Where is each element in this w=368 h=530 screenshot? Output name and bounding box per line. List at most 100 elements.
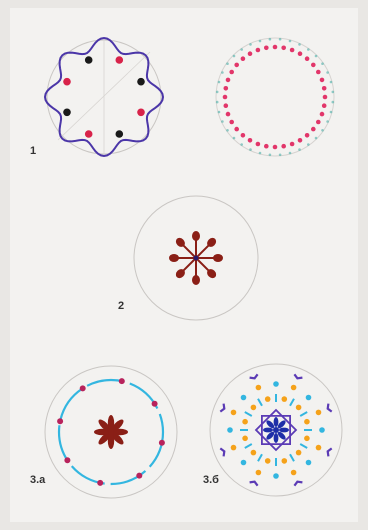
ring-pink-dot: [223, 95, 228, 100]
ring-pink-dot: [273, 45, 278, 50]
ring-pink-dot: [226, 112, 231, 117]
ring-teal-dot: [332, 101, 335, 104]
fig2-petal: [192, 275, 200, 285]
ring-teal-dot: [326, 120, 329, 123]
ring-pink-dot: [229, 120, 234, 125]
fig3b-orange-dot: [265, 396, 271, 402]
ring-teal-dot: [226, 62, 229, 65]
ring-teal-dot: [289, 152, 292, 155]
fig3b-orange-dot: [296, 405, 302, 411]
ring-pink-dot: [256, 142, 261, 147]
fig3a-dot: [119, 378, 125, 384]
figure-3a-label: 3.a: [30, 474, 45, 486]
ring-pink-dot: [290, 48, 295, 53]
ring-teal-dot: [221, 120, 224, 123]
fig3b-outer-dot: [256, 470, 262, 476]
fig2-petal: [192, 231, 200, 241]
fig3b-orange-dot: [282, 396, 288, 402]
ring-teal-dot: [315, 55, 318, 58]
ring-pink-dot: [256, 48, 261, 53]
ring-pink-dot: [322, 86, 327, 91]
fig3a-dot: [57, 418, 63, 424]
ring-pink-dot: [323, 95, 328, 100]
ring-teal-dot: [259, 152, 262, 155]
fig3b-outer-dot: [319, 427, 325, 433]
ring-teal-dot: [279, 38, 282, 41]
fig3b-orange-dot: [251, 405, 257, 411]
ring-teal-dot: [307, 48, 310, 51]
ring-pink-dot: [264, 46, 269, 51]
fig3b-orange-dot: [304, 436, 310, 442]
fig3b-outer-dot: [231, 445, 237, 451]
fig2-petal: [169, 254, 179, 262]
ring-pink-dot: [322, 103, 327, 108]
ring-pink-dot: [316, 120, 321, 125]
ring-teal-dot: [315, 137, 318, 140]
ring-teal-dot: [233, 55, 236, 58]
fig3a-dot: [136, 473, 142, 479]
ring-teal-dot: [269, 38, 272, 41]
fig3a-dot: [97, 480, 103, 486]
fig3b-outer-dot: [241, 395, 247, 401]
fig3a-dot: [80, 385, 86, 391]
fig3b-orange-dot: [296, 450, 302, 456]
fig3b-orange-dot: [242, 436, 248, 442]
ring-teal-dot: [298, 148, 301, 151]
fig3b-outer-dot: [306, 395, 312, 401]
fig3b-orange-dot: [282, 458, 288, 464]
ring-pink-dot: [224, 103, 229, 108]
ring-teal-dot: [240, 143, 243, 146]
fig1-dot: [85, 56, 93, 64]
fig3b-inner-petal: [274, 417, 279, 427]
ring-pink-dot: [298, 138, 303, 143]
fig3a-dot: [152, 401, 158, 407]
ring-pink-dot: [316, 70, 321, 75]
fig2-center-dot: [194, 256, 199, 261]
ring-teal-dot: [332, 91, 335, 94]
figure-1-label: 1: [30, 145, 36, 157]
ring-pink-dot: [305, 56, 310, 61]
ring-teal-dot: [289, 40, 292, 43]
fig1-dot: [85, 130, 93, 138]
fig3b-outer-dot: [316, 445, 322, 451]
ring-teal-dot: [218, 81, 221, 84]
paper-background: [10, 8, 358, 522]
fig3b-center-dot: [273, 427, 279, 433]
ring-pink-dot: [281, 144, 286, 149]
ring-pink-dot: [226, 78, 231, 83]
ring-pink-dot: [234, 63, 239, 68]
fig3b-outer-dot: [241, 460, 247, 466]
fig3b-orange-dot: [265, 458, 271, 464]
ring-teal-dot: [259, 40, 262, 43]
figure-2-label: 2: [118, 300, 124, 312]
fig1-dot: [63, 78, 71, 86]
ring-pink-dot: [311, 63, 316, 68]
fig3b-outer-dot: [227, 427, 233, 433]
ring-teal-dot: [218, 111, 221, 114]
fig3a-dot: [64, 457, 70, 463]
ring-teal-dot: [279, 154, 282, 157]
fig3b-outer-dot: [256, 385, 262, 391]
ring-pink-dot: [241, 56, 246, 61]
fig3b-outer-dot: [291, 385, 297, 391]
fig3b-outer-dot: [273, 473, 279, 479]
ring-teal-dot: [330, 81, 333, 84]
fig3a-center-dot: [108, 429, 114, 435]
ring-pink-dot: [264, 144, 269, 149]
ring-pink-dot: [229, 70, 234, 75]
ring-pink-dot: [281, 46, 286, 51]
figure-3b-label: 3.б: [203, 474, 219, 486]
ring-teal-dot: [221, 71, 224, 74]
ring-pink-dot: [248, 51, 253, 56]
fig3b-outer-dot: [306, 460, 312, 466]
ring-teal-dot: [249, 148, 252, 151]
fig3b-outer-dot: [291, 470, 297, 476]
ring-pink-dot: [298, 51, 303, 56]
ring-pink-dot: [224, 86, 229, 91]
ring-pink-dot: [290, 142, 295, 147]
ring-pink-dot: [241, 133, 246, 138]
fig2-petal: [213, 254, 223, 262]
fig3b-orange-dot: [304, 419, 310, 425]
fig3a-dot: [159, 440, 165, 446]
